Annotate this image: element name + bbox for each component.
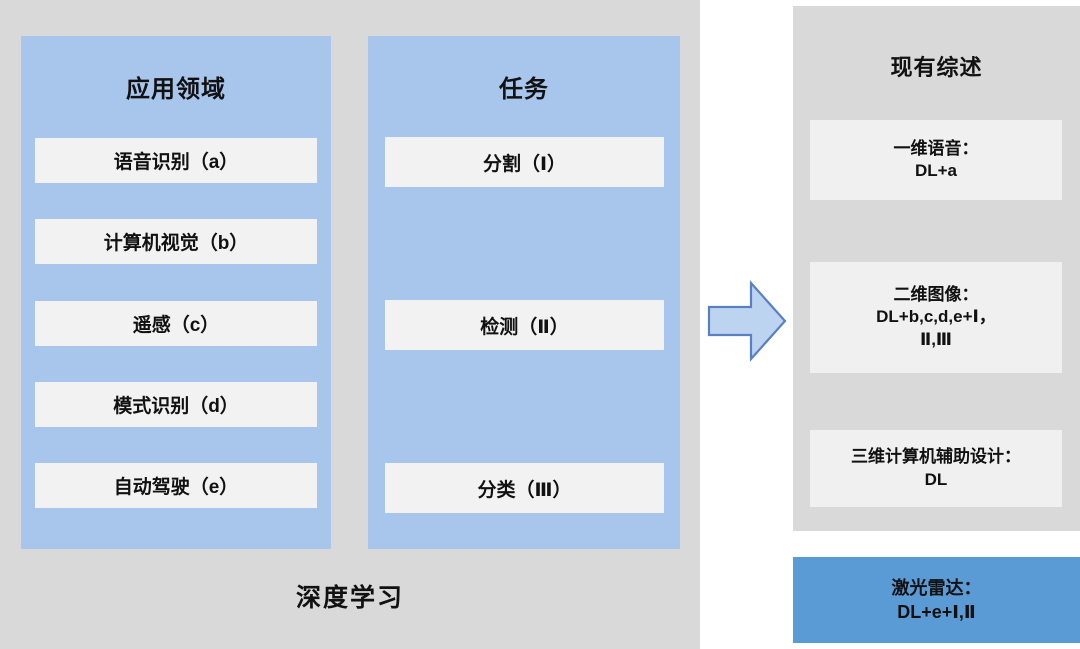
existing-surveys-panel: 现有综述 一维语音： DL+a 二维图像： DL+b,c,d,e+Ⅰ， Ⅱ,Ⅲ … [793,6,1080,531]
survey-card-2d-image-line2: DL+b,c,d,e+Ⅰ， [876,307,996,327]
right-arrow-icon [707,279,787,363]
survey-card-2d-image-line3: Ⅱ,Ⅲ [920,329,952,349]
deep-learning-panel: 应用领域 语音识别（a） 计算机视觉（b） 遥感（c） 模式识别（d） 自动驾驶… [0,0,700,649]
survey-card-1d-speech[interactable]: 一维语音： DL+a [810,120,1062,200]
task-item-classification[interactable]: 分类（Ⅲ） [385,463,664,513]
domain-item-speech-recognition[interactable]: 语音识别（a） [35,138,317,183]
lidar-card-line2: DL+e+Ⅰ,Ⅱ [897,602,976,622]
survey-card-1d-speech-line1: 一维语音： [893,138,979,158]
task-title: 任务 [499,76,549,103]
survey-card-3d-cad[interactable]: 三维计算机辅助设计： DL [810,430,1062,507]
domain-item-autonomous-driving[interactable]: 自动驾驶（e） [35,463,317,508]
survey-card-2d-image[interactable]: 二维图像： DL+b,c,d,e+Ⅰ， Ⅱ,Ⅲ [810,262,1062,373]
survey-card-3d-cad-line1: 三维计算机辅助设计： [851,447,1021,467]
task-item-segmentation[interactable]: 分割（Ⅰ） [385,137,664,187]
domain-item-pattern-recognition[interactable]: 模式识别（d） [35,382,317,427]
application-domain-title: 应用领域 [126,76,226,103]
survey-card-2d-image-line1: 二维图像： [893,284,979,304]
domain-item-computer-vision[interactable]: 计算机视觉（b） [35,219,317,264]
task-column: 任务 分割（Ⅰ） 检测（Ⅱ） 分类（Ⅲ） [368,36,680,549]
lidar-card[interactable]: 激光雷达： DL+e+Ⅰ,Ⅱ [793,557,1080,643]
survey-card-1d-speech-line2: DL+a [914,161,958,180]
lidar-card-line1: 激光雷达： [891,577,982,598]
existing-surveys-title: 现有综述 [890,55,983,80]
survey-card-3d-cad-line2: DL [924,469,948,489]
application-domain-column: 应用领域 语音识别（a） 计算机视觉（b） 遥感（c） 模式识别（d） 自动驾驶… [21,36,331,549]
task-item-detection[interactable]: 检测（Ⅱ） [385,300,664,350]
deep-learning-caption: 深度学习 [295,584,404,612]
domain-item-remote-sensing[interactable]: 遥感（c） [35,301,317,346]
